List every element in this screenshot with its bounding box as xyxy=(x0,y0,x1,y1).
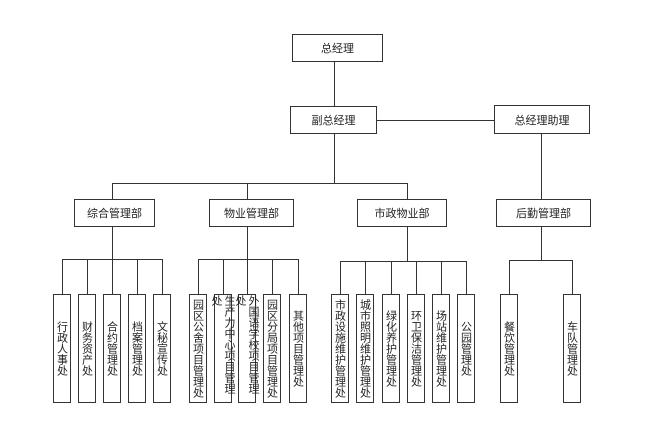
dept-logistics-management: 后勤管理部 xyxy=(496,199,591,227)
dept-general-management: 综合管理部 xyxy=(74,199,155,227)
unit-box: 园区分局项目管理处 xyxy=(263,294,281,403)
unit-box: 绿化养护管理处 xyxy=(382,294,400,403)
connector-unit-1-2 xyxy=(247,259,248,294)
node-general-manager: 总经理 xyxy=(292,34,383,62)
dept-property-management: 物业管理部 xyxy=(209,199,294,227)
unit-box: 车队管理处 xyxy=(563,294,581,403)
connector-unit-bus-1 xyxy=(198,259,299,260)
connector-unit-2-3 xyxy=(416,261,417,294)
connector-unit-1-1 xyxy=(223,259,224,294)
connector-dept-bus xyxy=(112,183,408,184)
unit-box: 公园管理处 xyxy=(457,294,475,403)
connector-unit-bus-3 xyxy=(509,260,573,261)
unit-box: 档案管理处 xyxy=(128,294,146,403)
connector-unit-2-5 xyxy=(466,261,467,294)
connector-unit-3-1 xyxy=(572,260,573,294)
connector-unit-0-1 xyxy=(87,259,88,294)
connector-dept1-down xyxy=(247,227,248,259)
connector-unit-3-0 xyxy=(509,260,510,294)
connector-unit-0-4 xyxy=(162,259,163,294)
connector-unit-2-4 xyxy=(441,261,442,294)
unit-box: 市政设施维护管理处 xyxy=(331,294,349,403)
connector-unit-1-4 xyxy=(298,259,299,294)
connector-unit-0-3 xyxy=(137,259,138,294)
unit-box: 餐饮管理处 xyxy=(500,294,518,403)
node-deputy-general-manager: 副总经理 xyxy=(290,106,377,134)
connector-deputy-down xyxy=(334,134,335,183)
node-assistant-general-manager: 总经理助理 xyxy=(494,105,590,134)
connector-bus-dept0 xyxy=(112,183,113,199)
unit-box: 城市照明维护管理处 xyxy=(356,294,374,403)
unit-box: 其他项目管理处 xyxy=(289,294,307,403)
connector-unit-1-3 xyxy=(272,259,273,294)
connector-dept2-down xyxy=(407,227,408,261)
connector-unit-bus-2 xyxy=(340,261,467,262)
connector-unit-2-1 xyxy=(365,261,366,294)
unit-box: 合约管理处 xyxy=(103,294,121,403)
connector-unit-1-0 xyxy=(198,259,199,294)
connector-gm-deputy xyxy=(334,62,335,106)
unit-box: 行政人事处 xyxy=(53,294,71,403)
unit-box: 文秘宣传处 xyxy=(153,294,171,403)
connector-unit-0-2 xyxy=(112,259,113,294)
connector-unit-2-0 xyxy=(340,261,341,294)
dept-municipal-property: 市政物业部 xyxy=(357,199,447,227)
unit-box: 场站维护管理处 xyxy=(432,294,450,403)
connector-dept0-down xyxy=(112,227,113,259)
connector-dept3-down xyxy=(541,227,542,260)
unit-box: 财务资产处 xyxy=(78,294,96,403)
connector-unit-0-0 xyxy=(62,259,63,294)
connector-unit-2-2 xyxy=(391,261,392,294)
unit-box: 环卫保洁管理处 xyxy=(407,294,425,403)
unit-box: 园区公舍项目管理处 xyxy=(189,294,207,403)
connector-bus-dept1 xyxy=(247,183,248,199)
unit-box: 生产力中心项目管理处 xyxy=(210,294,236,403)
connector-deputy-assistant xyxy=(377,120,494,121)
connector-assistant-dept3 xyxy=(541,134,542,199)
connector-bus-dept2 xyxy=(407,183,408,199)
unit-box: 外国语学校项目管理处 xyxy=(234,294,260,403)
